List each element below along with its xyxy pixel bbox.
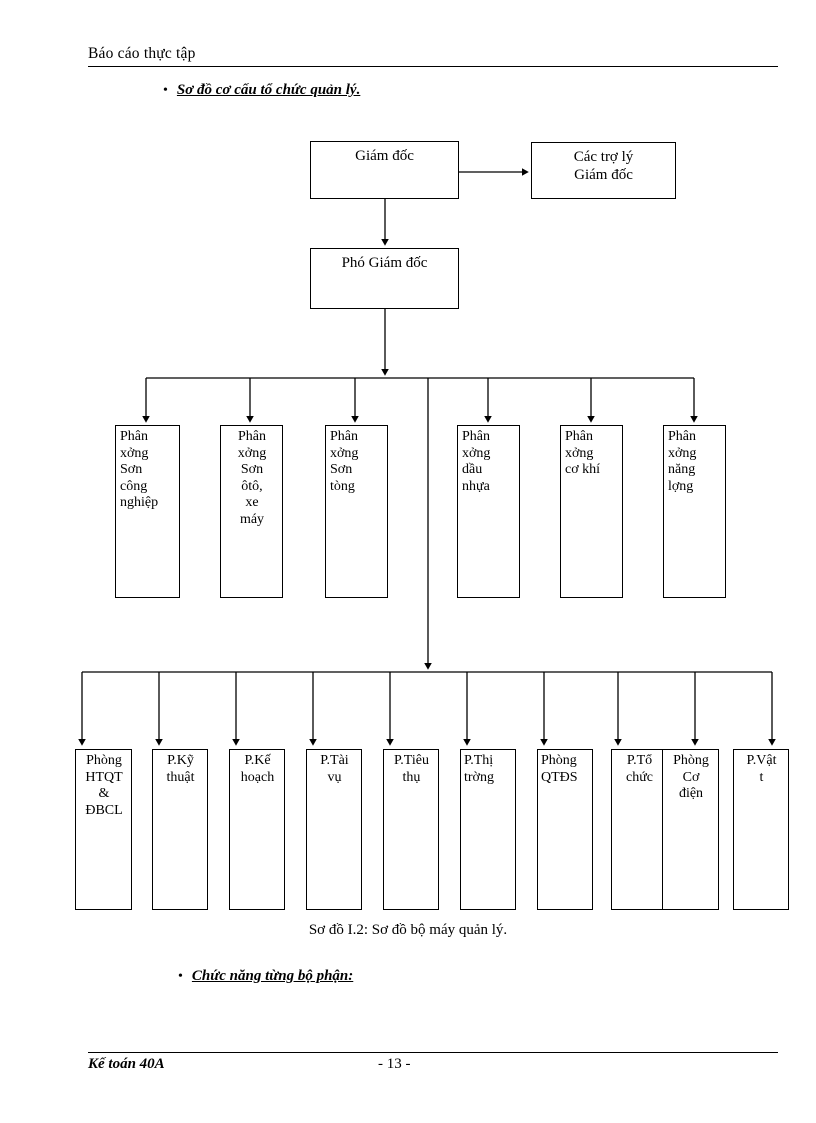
- org-node-workshop-nang-long[interactable]: Phân xởng năng lợng: [663, 425, 726, 598]
- footer-author: Kế toán 40A: [88, 1056, 165, 1072]
- org-node-dept-ke-hoach-label: P.Kế hoạch: [240, 753, 275, 785]
- org-node-workshop-son-tong-label: Phân xởng Sơn tòng: [330, 429, 359, 494]
- header-divider: [88, 66, 778, 67]
- org-node-dept-qtds-label: Phòng QTĐS: [541, 753, 578, 785]
- org-node-workshop-son-cong-nghiep[interactable]: Phân xởng Sơn công nghiệp: [115, 425, 180, 598]
- section-heading-1-label: Sơ đồ cơ cấu tổ chức quản lý.: [176, 82, 361, 98]
- org-node-dept-co-dien[interactable]: Phòng Cơ điện: [662, 749, 719, 910]
- running-header-text: Báo cáo thực tập: [88, 45, 196, 62]
- footer-page-number: - 13 -: [378, 1056, 411, 1072]
- org-node-dept-tieu-thu[interactable]: P.Tiêu thụ: [383, 749, 439, 910]
- org-node-workshop-son-cong-nghiep-label: Phân xởng Sơn công nghiệp: [120, 429, 159, 510]
- running-header: Báo cáo thực tập: [88, 44, 778, 63]
- org-node-dept-htqt-dbcl[interactable]: Phòng HTQT & ĐBCL: [75, 749, 132, 910]
- org-node-workshop-dau-nhua[interactable]: Phân xởng dầu nhựa: [457, 425, 520, 598]
- org-node-assistants[interactable]: Các trợ lý Giám đốc: [531, 142, 676, 199]
- section-heading-2-label: Chức năng từng bộ phận:: [191, 968, 354, 984]
- org-node-workshop-dau-nhua-label: Phân xởng dầu nhựa: [462, 429, 491, 494]
- org-node-dept-co-dien-label: Phòng Cơ điện: [673, 753, 709, 801]
- org-node-dept-to-chuc[interactable]: P.Tổ chức: [611, 749, 667, 910]
- bullet-icon: •: [178, 969, 183, 984]
- org-node-dept-ky-thuat-label: P.Kỹ thuật: [166, 753, 195, 785]
- figure-caption: Sơ đồ I.2: Sơ đồ bộ máy quản lý.: [308, 922, 508, 938]
- org-node-dept-ke-hoach[interactable]: P.Kế hoạch: [229, 749, 285, 910]
- org-node-dept-tai-vu-label: P.Tài vụ: [320, 753, 349, 785]
- org-node-dept-qtds[interactable]: Phòng QTĐS: [537, 749, 593, 910]
- org-node-assistants-label: Các trợ lý Giám đốc: [573, 149, 634, 183]
- footer-divider: [88, 1052, 778, 1053]
- org-node-dept-thi-truong[interactable]: P.Thị trờng: [460, 749, 516, 910]
- org-node-deputy-director[interactable]: Phó Giám đốc: [310, 248, 459, 309]
- org-node-dept-tai-vu[interactable]: P.Tài vụ: [306, 749, 362, 910]
- org-node-dept-vat-tu[interactable]: P.Vật t: [733, 749, 789, 910]
- page-footer: Kế toán 40A - 13 -: [88, 1056, 778, 1080]
- org-node-dept-thi-truong-label: P.Thị trờng: [464, 753, 494, 785]
- org-node-dept-to-chuc-label: P.Tổ chức: [625, 753, 653, 785]
- org-node-workshop-nang-long-label: Phân xởng năng lợng: [668, 429, 697, 494]
- section-heading-functions: • Chức năng từng bộ phận:: [178, 968, 353, 985]
- org-node-dept-ky-thuat[interactable]: P.Kỹ thuật: [152, 749, 208, 910]
- org-node-deputy-director-label: Phó Giám đốc: [341, 255, 428, 271]
- org-node-dept-vat-tu-label: P.Vật t: [746, 753, 777, 785]
- section-heading-organization-chart: • Sơ đồ cơ cấu tổ chức quản lý.: [163, 82, 360, 99]
- org-node-workshop-co-khi[interactable]: Phân xởng cơ khí: [560, 425, 623, 598]
- org-node-dept-tieu-thu-label: P.Tiêu thụ: [394, 753, 429, 785]
- org-node-workshop-son-tong[interactable]: Phân xởng Sơn tòng: [325, 425, 388, 598]
- org-node-workshop-son-oto-xe-may[interactable]: Phân xởng Sơn ôtô, xe máy: [220, 425, 283, 598]
- org-node-director[interactable]: Giám đốc: [310, 141, 459, 199]
- bullet-icon: •: [163, 83, 168, 98]
- org-node-workshop-son-oto-xe-may-label: Phân xởng Sơn ôtô, xe máy: [237, 429, 267, 527]
- org-node-workshop-co-khi-label: Phân xởng cơ khí: [565, 429, 601, 477]
- org-node-director-label: Giám đốc: [355, 148, 414, 164]
- org-node-dept-htqt-dbcl-label: Phòng HTQT & ĐBCL: [85, 753, 123, 818]
